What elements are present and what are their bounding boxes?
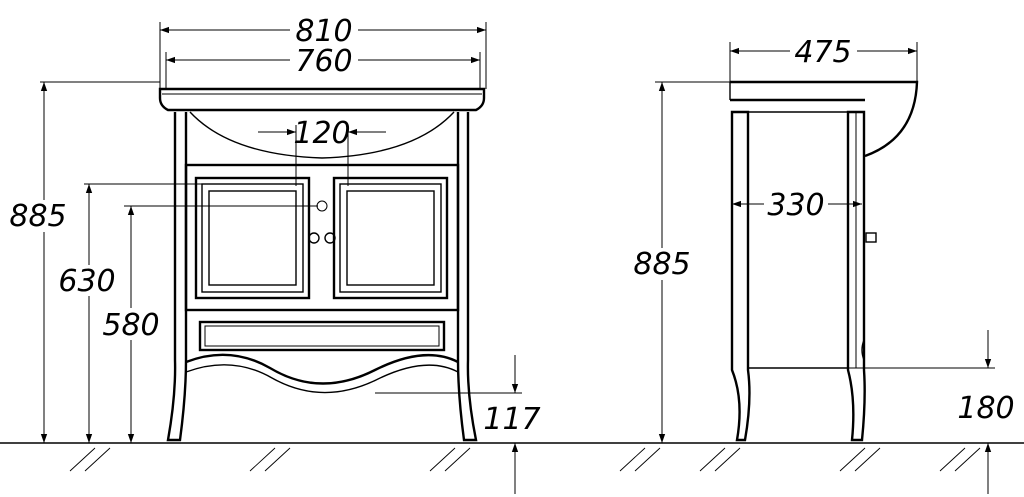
dim-pipe-spacing-120: 120: [293, 116, 350, 151]
left-door: [194, 176, 311, 300]
side-back-post: [730, 110, 751, 442]
floor: [0, 442, 1024, 472]
dim-depth-330: 330: [767, 188, 824, 223]
left-door-knob: [308, 232, 320, 244]
front-cabinet-frame: [184, 163, 460, 312]
front-dimensions: 810 760 120 885 630 580 117: [9, 14, 541, 494]
dim-clearance-117: 117: [483, 402, 540, 437]
side-dimensions: 475 330 885 180: [633, 35, 1015, 494]
dim-height-885-front: 885: [9, 199, 66, 234]
dim-height-885-side: 885: [633, 247, 690, 282]
dim-height-630: 630: [58, 264, 115, 299]
side-view: [729, 80, 919, 442]
side-front-post: [846, 110, 866, 442]
right-door-knob: [324, 232, 336, 244]
front-left-post: [166, 112, 188, 442]
dim-width-810: 810: [295, 14, 352, 49]
dim-depth-475: 475: [794, 35, 851, 70]
floor-hatching: [69, 447, 981, 472]
front-basin-bowl: [189, 111, 455, 159]
front-drawer: [198, 320, 446, 352]
front-right-post: [456, 112, 478, 442]
dim-height-580: 580: [102, 308, 159, 343]
front-countertop: [158, 87, 486, 112]
front-view: [158, 87, 486, 442]
front-apron: [185, 353, 459, 385]
side-knob: [865, 232, 877, 243]
side-countertop: [730, 80, 919, 158]
dim-width-760: 760: [295, 44, 352, 79]
dim-plinth-180: 180: [957, 391, 1014, 426]
right-door: [332, 176, 449, 300]
